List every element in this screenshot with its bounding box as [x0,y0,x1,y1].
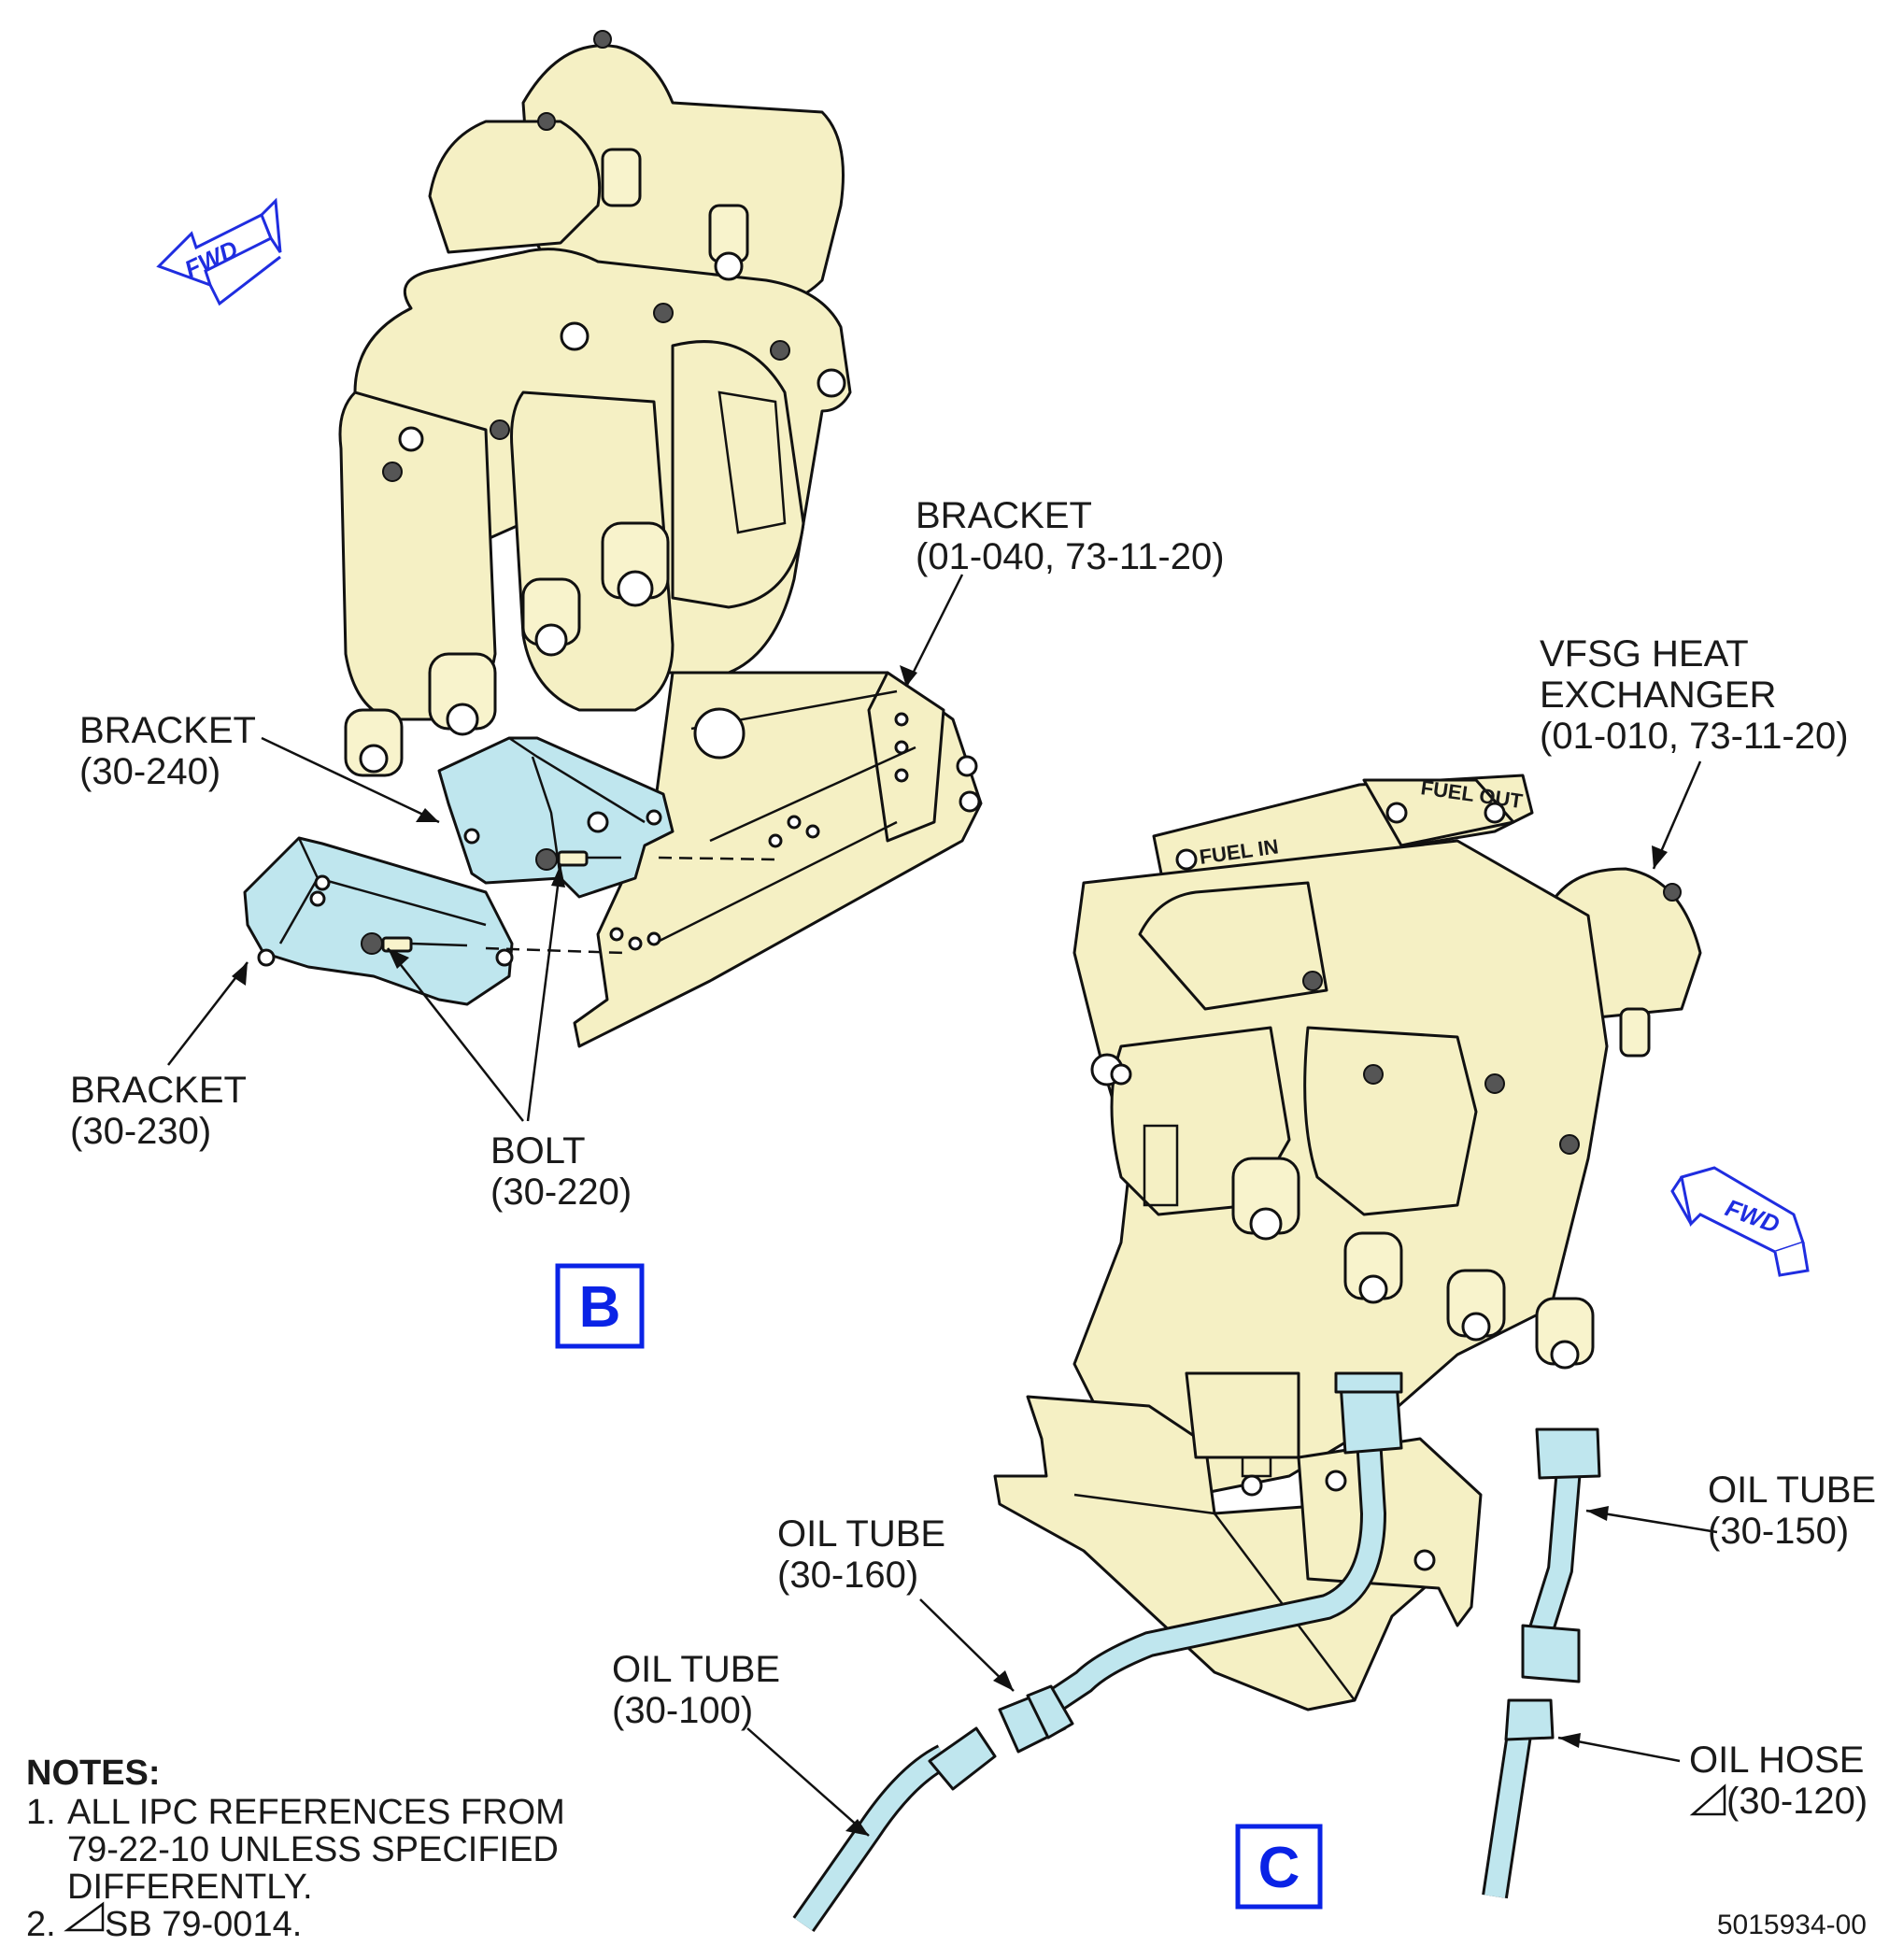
fwd-arrow-icon: FWD [156,197,282,306]
view-b-box: B [555,1263,645,1349]
bracket-30-230-part [243,836,514,1006]
callout-line: BOLT [490,1130,585,1172]
callout-oil-hose-30-120: OIL HOSE (30-120) [1689,1740,1875,1822]
callout-line: BRACKET [916,495,1091,536]
fwd-arrow-icon: FWD [1670,1166,1810,1277]
callout-bracket-30-230: BRACKET (30-230) [70,1070,256,1152]
callout-line: OIL TUBE [612,1649,780,1690]
view-c-assembly: FUEL IN FUEL OUT [993,774,1702,1711]
note-line: 79-22-10 UNLESS SPECIFIED [67,1830,559,1869]
callout-line: (30-120) [1726,1781,1868,1822]
callout-oil-tube-30-160: OIL TUBE (30-160) [777,1513,956,1596]
sb-flag-icon [1689,1783,1726,1816]
oil-tube-30-150-part [1521,1427,1601,1683]
view-c-box: C [1235,1824,1323,1910]
callout-bolt-30-220: BOLT (30-220) [490,1130,632,1213]
callout-line: BRACKET [79,710,255,751]
view-b-assembly [338,30,983,1048]
note-line: ALL IPC REFERENCES FROM [67,1793,565,1832]
view-c-label: C [1258,1836,1300,1900]
callout-line: VFSG HEAT [1540,633,1748,675]
note-line: SB 79-0014. [105,1905,302,1944]
callout-line: (01-040, 73-11-20) [916,536,1225,577]
notes-block: NOTES: 1. ALL IPC REFERENCES FROM 79-22-… [26,1754,565,1944]
alignment-line [485,946,625,955]
bolt-30-220-part [381,850,621,953]
leader-lines [167,574,1718,1837]
note-number: 2. [26,1905,56,1944]
callout-line: (30-230) [70,1111,211,1152]
callout-bracket-30-240: BRACKET (30-240) [79,710,265,792]
callout-line: OIL TUBE [1708,1470,1876,1511]
note-number: 1. [26,1793,56,1832]
callout-bracket-01-040: BRACKET (01-040, 73-11-20) [916,495,1225,577]
notes-heading: NOTES: [26,1754,161,1793]
callout-vfsg-heat-exchanger: VFSG HEAT EXCHANGER (01-010, 73-11-20) [1540,633,1849,757]
callout-line: (01-010, 73-11-20) [1540,716,1849,757]
oil-tube-30-160-part [998,1371,1403,1754]
note-line: DIFFERENTLY. [67,1868,313,1907]
callout-line: (30-240) [79,751,220,792]
callout-line: OIL TUBE [777,1513,945,1555]
callout-oil-tube-30-100: OIL TUBE (30-100) [612,1649,790,1731]
callout-oil-tube-30-150: OIL TUBE (30-150) [1708,1470,1886,1552]
oil-hose-30-120-part [1482,1698,1555,1899]
view-b-label: B [579,1275,621,1340]
callout-line: (30-220) [490,1172,632,1213]
sb-flag-icon [64,1901,105,1932]
callout-line: (30-100) [612,1690,753,1731]
callout-line: EXCHANGER [1540,675,1776,716]
callout-line: (30-160) [777,1555,918,1596]
bracket-30-240-part [437,736,675,899]
callout-line: (30-150) [1708,1511,1849,1552]
callout-line: OIL HOSE [1689,1740,1864,1781]
oil-tube-30-100-part [792,1726,997,1933]
drawing-number: 5015934-00 [1717,1910,1867,1940]
callout-line: BRACKET [70,1070,246,1111]
